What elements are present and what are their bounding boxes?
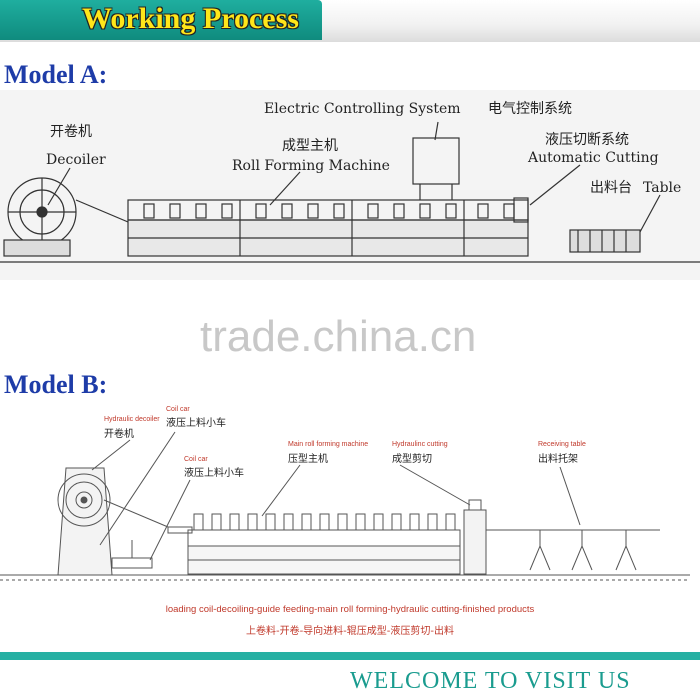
label-hyd-decoiler-cn: 开卷机: [104, 427, 134, 440]
label-hyd-decoiler-en: Hydraulic decoiler: [104, 416, 160, 423]
leader-receiving: [559, 466, 581, 526]
label-cutting-cn: 液压切断系统: [545, 132, 629, 148]
label-decoiler-cn: 开卷机: [50, 124, 92, 140]
model-b-diagram: [0, 431, 690, 581]
leader-coil-car2: [149, 479, 191, 561]
main-roll-machine-drawing: [167, 526, 461, 575]
electric-control-box: [412, 137, 460, 200]
label-hyd-cutting-cn: 成型剪切: [392, 452, 432, 465]
label-main-roll-cn: 压型主机: [288, 452, 328, 465]
leader-coil-car1: [99, 431, 176, 546]
leader-main-roll: [261, 464, 301, 517]
leader-hyd-cutting: [399, 464, 471, 506]
model-a-diagram: [0, 121, 700, 263]
label-table-en: Table: [643, 180, 681, 196]
output-table: [569, 229, 641, 253]
leader-control: [434, 121, 439, 141]
leader-decoiler: [47, 167, 71, 206]
leader-hyd-decoiler: [91, 439, 131, 471]
label-control-cn: 电气控制系统: [488, 101, 572, 117]
decoiler-drawing: [3, 177, 129, 257]
header-tab: [0, 0, 322, 40]
process-sequence-cn: 上卷料-开卷-导向进料-辊压成型-液压剪切-出料: [246, 624, 454, 637]
cutting-unit: [513, 197, 529, 223]
footer-divider: [0, 652, 700, 660]
roll-stands-b: [193, 513, 456, 531]
footer-welcome: WELCOME TO VISIT US: [350, 668, 631, 694]
label-table-cn: 出料台: [590, 180, 632, 196]
label-roll-en: Roll Forming Machine: [232, 158, 390, 174]
label-coil-car2-en: Coil car: [184, 456, 208, 463]
model-b-label: Model B:: [4, 370, 108, 399]
coil-car-drawing: [111, 540, 153, 569]
leader-cutting: [529, 164, 581, 206]
label-receiving-en: Receiving table: [538, 441, 586, 448]
label-hyd-cutting-en: Hydraulinc cutting: [392, 441, 448, 448]
roller-stands: [143, 203, 515, 219]
page-title: Working Process: [82, 2, 299, 35]
hydraulic-decoiler-drawing: [57, 467, 169, 576]
label-coil-car1-en: Coil car: [166, 406, 190, 413]
roll-forming-machine-drawing: [127, 199, 529, 257]
watermark: trade.china.cn: [200, 312, 477, 361]
label-decoiler-en: Decoiler: [46, 152, 106, 168]
receiving-tables: [529, 530, 637, 571]
leader-table: [639, 194, 661, 233]
label-control-en: Electric Controlling System: [264, 101, 461, 117]
process-sequence-en: loading coil-decoiling-guide feeding-mai…: [166, 604, 535, 615]
leader-roll: [269, 171, 301, 206]
label-roll-cn: 成型主机: [282, 138, 338, 154]
label-cutting-en: Automatic Cutting: [527, 150, 659, 166]
label-coil-car1-cn: 液压上料小车: [166, 416, 226, 429]
label-main-roll-en: Main roll forming machine: [288, 441, 368, 448]
model-a-label: Model A:: [4, 60, 108, 89]
label-receiving-cn: 出料托架: [538, 452, 578, 465]
hydraulic-cutting-drawing: [463, 499, 660, 575]
label-coil-car2-cn: 液压上料小车: [184, 466, 244, 479]
